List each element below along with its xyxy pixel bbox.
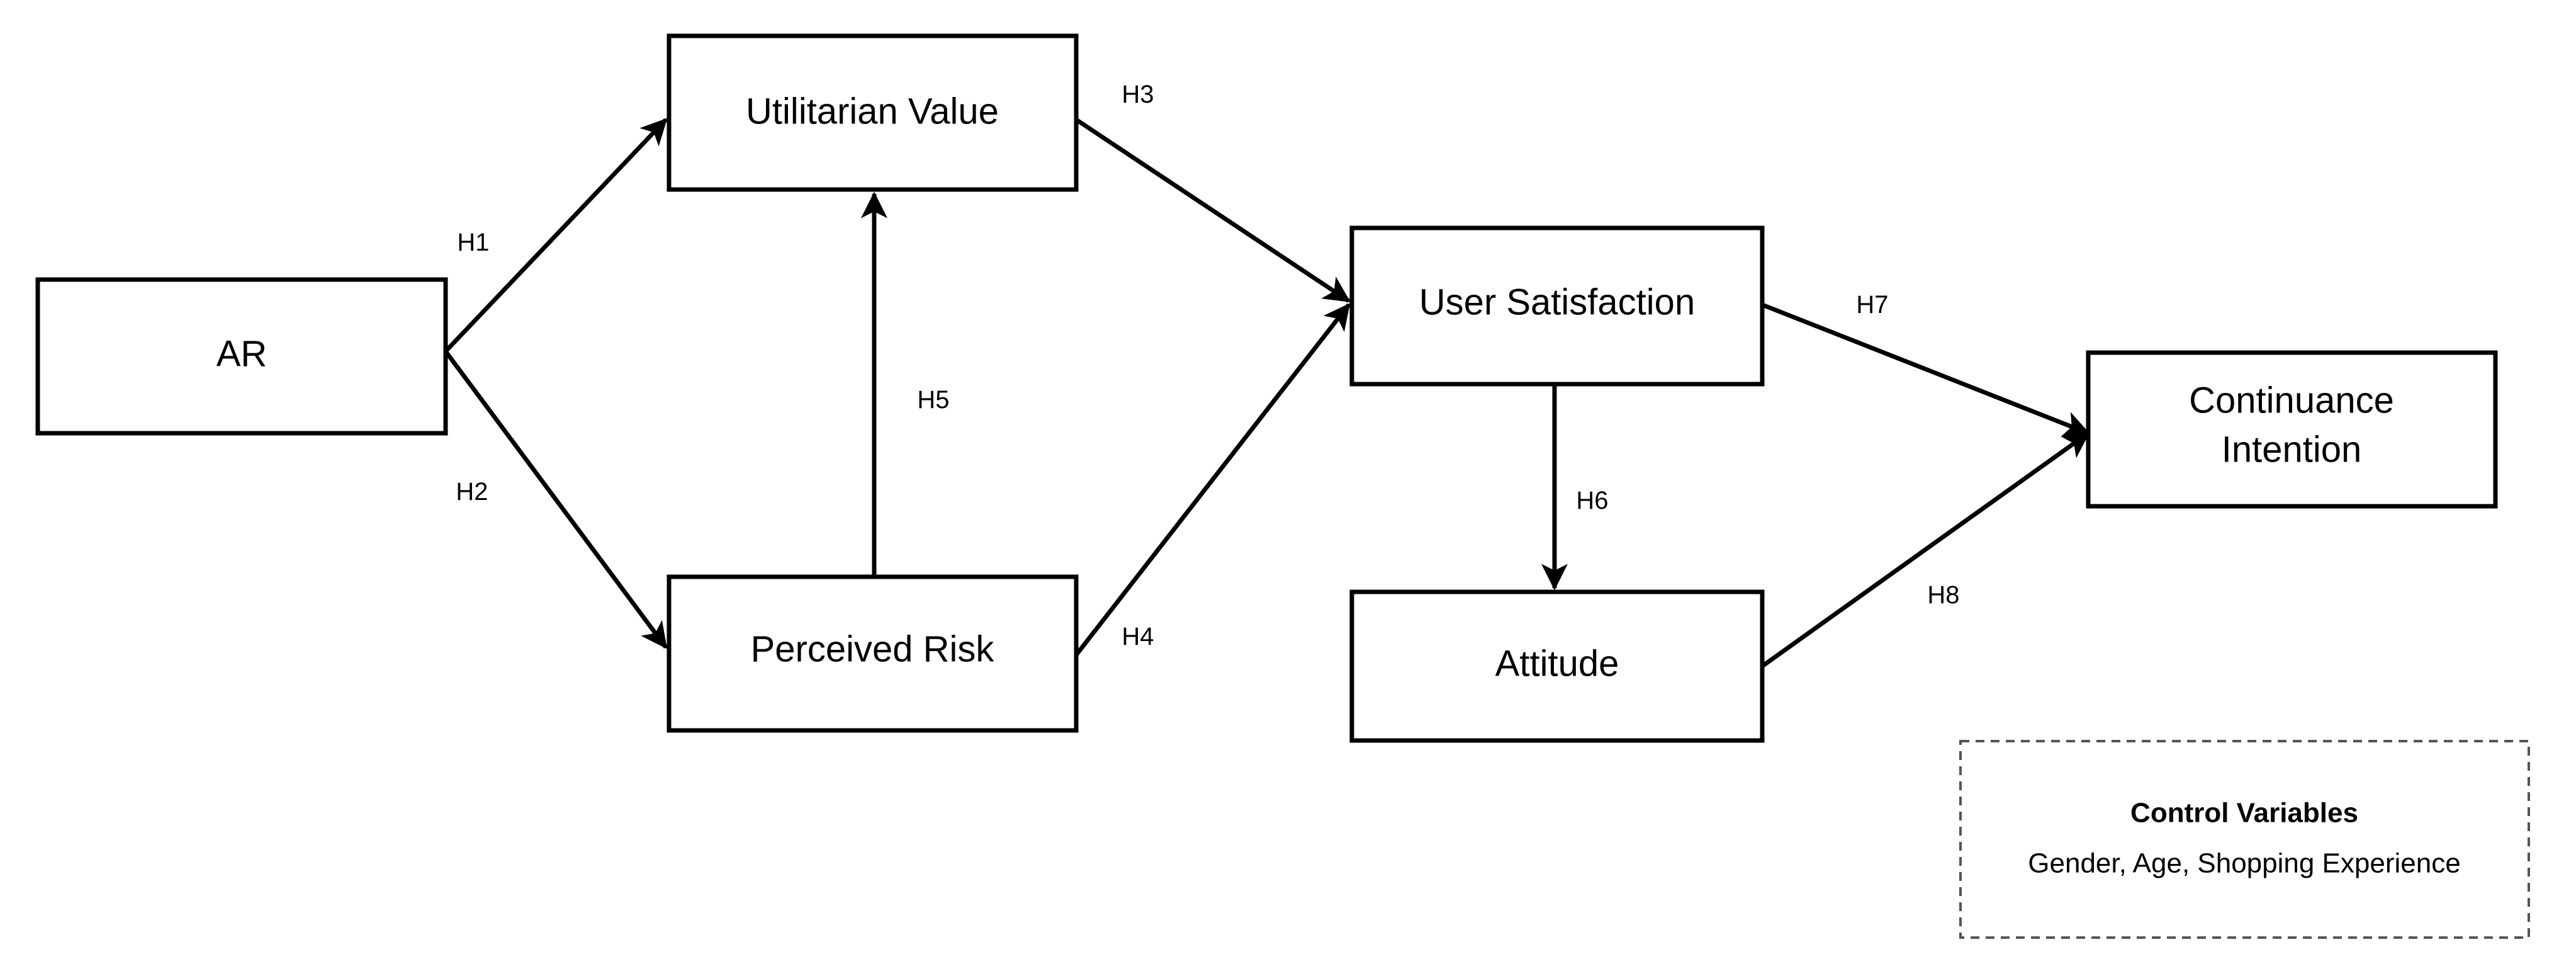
edge-label-h7: H7 [1856, 291, 1888, 319]
arrow-ar-to-perceived-risk [444, 349, 668, 649]
edge-label-h4: H4 [1122, 623, 1154, 650]
edge-h2 [444, 349, 668, 649]
arrow-perceived-risk-to-user-satisfaction [1074, 303, 1351, 657]
control-variables-box: Control Variables Gender, Age, Shopping … [1959, 740, 2530, 939]
edge-h8 [1760, 431, 2090, 668]
node-perceived-risk: Perceived Risk [666, 574, 1079, 733]
edge-h1 [444, 118, 668, 353]
node-continuance-intention-label-line1: Continuance [2189, 380, 2394, 421]
arrow-user-satisfaction-to-continuance-intention [1761, 302, 2091, 437]
node-user-satisfaction: User Satisfaction [1349, 225, 1765, 387]
edge-label-h8: H8 [1927, 581, 1959, 609]
node-ar: AR [35, 277, 448, 436]
edge-label-h2: H2 [456, 478, 488, 506]
node-utilitarian-value: Utilitarian Value [666, 33, 1079, 192]
node-attitude-label: Attitude [1495, 643, 1619, 684]
edge-h7 [1761, 302, 2091, 437]
control-variables-title: Control Variables [2130, 798, 2358, 829]
edge-label-h1: H1 [457, 229, 489, 256]
edge-label-h5: H5 [917, 386, 949, 414]
arrow-attitude-to-continuance-intention [1760, 431, 2090, 668]
node-user-satisfaction-label: User Satisfaction [1419, 281, 1695, 322]
arrow-utilitarian-value-to-user-satisfaction [1075, 118, 1351, 303]
arrow-ar-to-utilitarian-value [444, 118, 668, 353]
node-perceived-risk-label: Perceived Risk [751, 628, 995, 669]
node-continuance-intention: Continuance Intention [2086, 350, 2498, 509]
edge-label-h6: H6 [1576, 487, 1608, 514]
node-continuance-intention-label-line2: Intention [2222, 429, 2362, 470]
node-attitude: Attitude [1349, 589, 1765, 743]
control-variables-items: Gender, Age, Shopping Experience [2028, 848, 2460, 879]
node-ar-label: AR [217, 333, 267, 374]
edge-h3 [1075, 118, 1351, 303]
edge-h4 [1074, 303, 1351, 657]
edge-label-h3: H3 [1122, 81, 1154, 108]
node-utilitarian-value-label: Utilitarian Value [746, 91, 999, 132]
